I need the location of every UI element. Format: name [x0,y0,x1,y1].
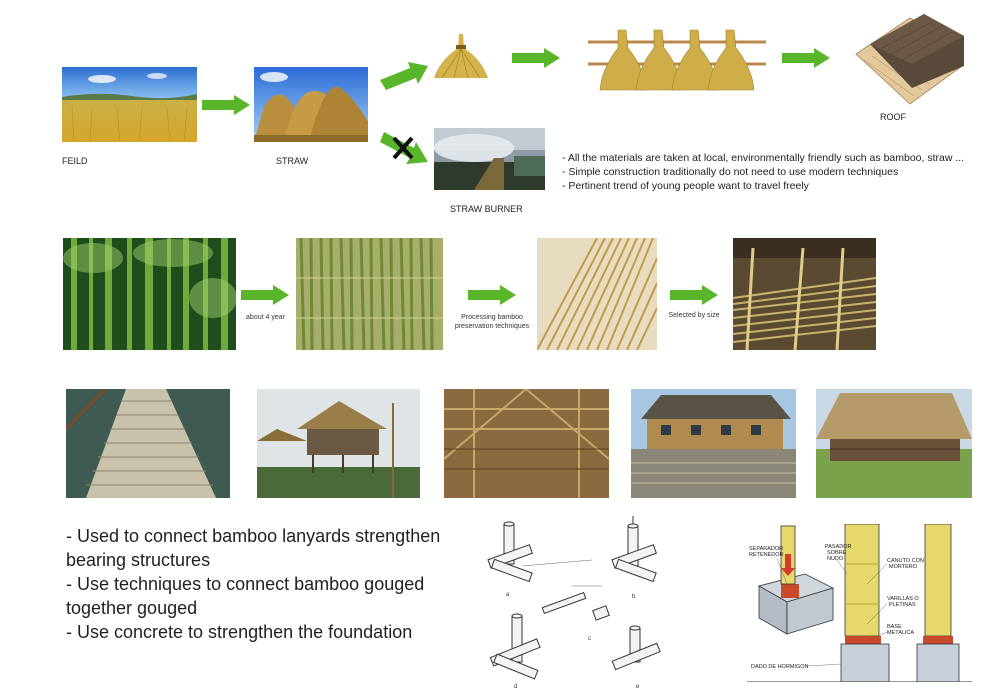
step-label-processing-line2: preservation techniques [454,323,530,331]
construction-note-line: - Used to connect bamboo lanyards streng… [66,526,441,546]
label-separador: SEPARADOR [749,546,783,552]
straw-bundles-on-pole-image [588,28,766,92]
notes-list: - All the materials are taken at local, … [562,151,987,193]
label-retenedor: RETENEDOR [749,552,784,558]
step-label-processing: Processing bamboo preservation technique… [449,313,535,331]
straw-burner-photo [434,128,545,190]
bamboo-house-photo [631,389,796,498]
label-pasador: PASADOR [825,544,852,550]
arrow-up-right-icon [380,58,430,92]
construction-note-line: - Use techniques to connect bamboo gouge… [66,574,425,594]
bamboo-poles-photo [296,238,443,350]
label-nudo: NUDO [827,556,844,562]
construction-note-line: together gouged [66,598,198,618]
treated-bamboo-photo [537,238,657,350]
label-canuto: CANUTO CON [887,558,924,564]
note-item: - Pertinent trend of young people want t… [562,180,809,192]
construction-note-line: - Use concrete to strengthen the foundat… [66,622,413,642]
arrow-right-icon [782,48,830,68]
foundation-drawing: SEPARADOR RETENEDOR PASADOR SOBRE NUDO C… [747,524,972,682]
straw-caption: STRAW [276,156,309,166]
roof-image [852,14,966,106]
stilt-house-photo [257,389,420,498]
field-caption: FEILD [62,156,88,166]
bamboo-forest-photo [63,238,236,350]
roof-interior-photo [444,389,609,498]
arrow-right-icon [512,48,560,68]
joint-letter-c: c [588,636,591,642]
joint-letter-e: e [636,684,640,690]
joint-letter-d: d [514,684,517,690]
arrow-right-icon [202,95,250,115]
step-label-processing-line1: Processing bamboo [461,314,523,321]
cross-icon [390,134,416,162]
bamboo-joints-drawing: a b c d e [482,516,694,692]
straw-bundle-image [432,32,490,80]
label-dado: DADO DE HORMIGON [751,664,808,670]
field-photo [62,67,197,142]
bamboo-bridge-photo [66,389,230,498]
sorted-bamboo-photo [733,238,876,350]
arrow-right-icon [670,285,718,305]
straw-photo [254,67,368,142]
label-base: BASE [887,624,902,630]
step-label-selected: Selected by size [668,312,720,319]
arrow-right-icon [241,285,289,305]
straw-burner-caption: STRAW BURNER [450,204,523,214]
roof-caption: ROOF [880,112,906,122]
joint-letter-a: a [506,592,510,598]
note-item: - Simple construction traditionally do n… [562,166,899,178]
thatched-house-photo [816,389,972,498]
label-varillas: VARILLAS O [887,596,919,602]
joint-letter-b: b [632,594,636,600]
label-pletinas: PLETINAS [889,602,916,608]
construction-note-line: bearing structures [66,550,211,570]
label-metalica: METALICA [887,630,914,636]
arrow-right-icon [468,285,516,305]
label-mortero: MORTERO [889,564,918,570]
label-sobre: SOBRE [827,550,847,556]
construction-notes: - Used to connect bamboo lanyards streng… [66,524,486,644]
note-item: - All the materials are taken at local, … [562,152,965,164]
step-label-age: about 4 year [246,314,285,321]
